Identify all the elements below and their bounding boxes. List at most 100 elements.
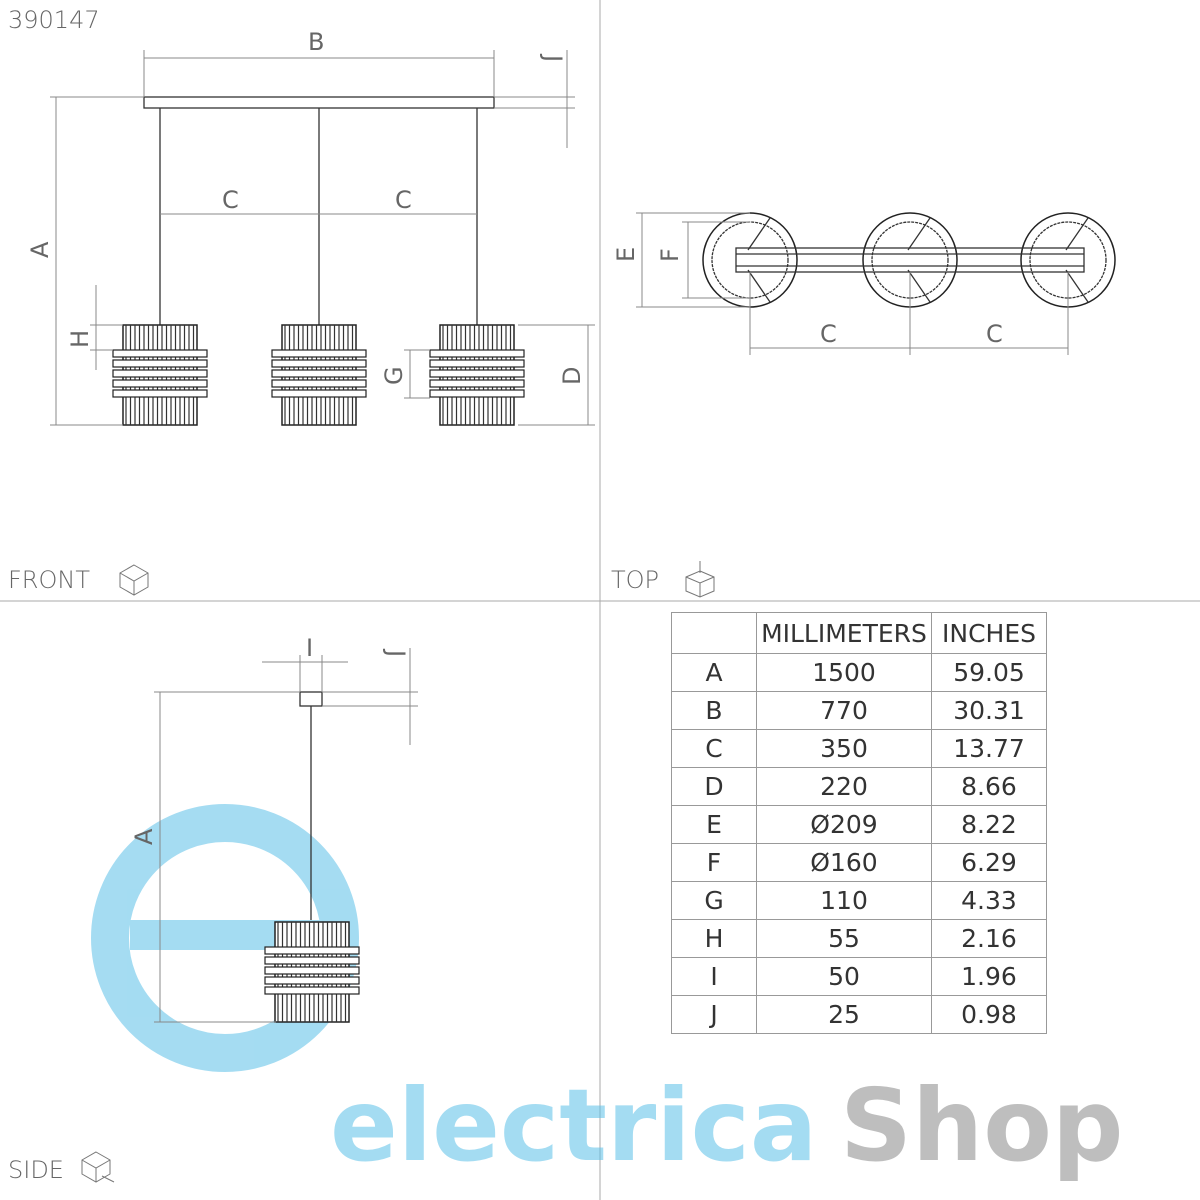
- shade-band: [429, 379, 525, 388]
- dim-key-cell: F: [671, 843, 757, 882]
- canopy-bar: [143, 96, 495, 109]
- dim-key-cell: A: [671, 653, 757, 692]
- header-cell: [671, 612, 757, 654]
- dim-label-a: A: [130, 828, 158, 845]
- dim-key-cell: B: [671, 691, 757, 730]
- shade-band: [271, 359, 367, 368]
- front-view: B C C A H J D G FRONT: [8, 28, 595, 596]
- shade-top-circle: [862, 212, 958, 308]
- dim-label-a: A: [26, 241, 54, 258]
- shade-band: [264, 986, 360, 995]
- shade-band: [264, 966, 360, 975]
- header-inches: INCHES: [931, 612, 1047, 654]
- dim-label-c: C: [395, 186, 412, 214]
- inches-cell: 59.05: [931, 653, 1047, 692]
- dim-key-cell: E: [671, 805, 757, 844]
- view-label-front: FRONT: [8, 566, 90, 594]
- millimeters-cell: 1500: [756, 653, 932, 692]
- inches-cell: 4.33: [931, 881, 1047, 920]
- dim-label-c: C: [222, 186, 239, 214]
- shade-band: [271, 369, 367, 378]
- dim-label-c: C: [986, 320, 1003, 348]
- side-view: I J A SIDE: [8, 634, 418, 1184]
- shade-band: [271, 349, 367, 358]
- dim-label-f: F: [656, 248, 684, 262]
- inches-cell: 6.29: [931, 843, 1047, 882]
- dim-label-i: I: [306, 634, 313, 662]
- lamp-shade: [112, 324, 208, 426]
- shade-band: [271, 389, 367, 398]
- isometric-cube-top-icon: [685, 561, 715, 598]
- dim-label-h: H: [66, 330, 94, 348]
- shade-band: [429, 389, 525, 398]
- millimeters-cell: 55: [756, 919, 932, 958]
- dim-key-cell: G: [671, 881, 757, 920]
- view-label-side: SIDE: [8, 1156, 64, 1184]
- shade-band: [112, 389, 208, 398]
- watermark-text-electrica: electrica: [330, 1067, 817, 1184]
- millimeters-cell: 220: [756, 767, 932, 806]
- dim-label-c: C: [820, 320, 837, 348]
- isometric-cube-side-icon: [81, 1151, 115, 1183]
- dim-key-cell: H: [671, 919, 757, 958]
- product-code: 390147: [8, 6, 100, 34]
- millimeters-cell: 50: [756, 957, 932, 996]
- view-label-top: TOP: [611, 566, 659, 594]
- inches-cell: 13.77: [931, 729, 1047, 768]
- top-view: C C E F TOP: [611, 212, 1116, 598]
- table-header-row: MILLIMETERS INCHES: [671, 612, 1047, 654]
- millimeters-cell: Ø209: [756, 805, 932, 844]
- lamp-shade: [264, 921, 360, 1023]
- dim-label-j: J: [382, 648, 410, 657]
- lamp-shade: [271, 324, 367, 426]
- inches-cell: 1.96: [931, 957, 1047, 996]
- dim-label-d: D: [558, 367, 586, 385]
- dim-label-b: B: [308, 28, 324, 56]
- shade-band: [264, 956, 360, 965]
- dim-key-cell: I: [671, 957, 757, 996]
- shade-band: [264, 946, 360, 955]
- millimeters-cell: 25: [756, 995, 932, 1034]
- inches-cell: 8.22: [931, 805, 1047, 844]
- millimeters-cell: 110: [756, 881, 932, 920]
- shade-band: [112, 379, 208, 388]
- shade-top-circle: [1020, 212, 1116, 308]
- millimeters-cell: Ø160: [756, 843, 932, 882]
- dim-label-g: G: [380, 366, 408, 385]
- dim-key-cell: J: [671, 995, 757, 1034]
- dim-label-j: J: [539, 53, 567, 62]
- inches-cell: 2.16: [931, 919, 1047, 958]
- shade-band: [112, 349, 208, 358]
- inches-cell: 30.31: [931, 691, 1047, 730]
- shade-band: [264, 976, 360, 985]
- shade-band: [112, 359, 208, 368]
- dim-label-e: E: [612, 247, 640, 262]
- inches-cell: 0.98: [931, 995, 1047, 1034]
- shade-band: [271, 379, 367, 388]
- shade-band: [429, 359, 525, 368]
- shade-band: [429, 369, 525, 378]
- header-millimeters: MILLIMETERS: [756, 612, 932, 654]
- watermark-text-shop: Shop: [840, 1067, 1124, 1184]
- millimeters-cell: 350: [756, 729, 932, 768]
- dim-key-cell: D: [671, 767, 757, 806]
- shade-band: [112, 369, 208, 378]
- lamp-shade: [429, 324, 525, 426]
- shade-band: [429, 349, 525, 358]
- millimeters-cell: 770: [756, 691, 932, 730]
- dim-key-cell: C: [671, 729, 757, 768]
- inches-cell: 8.66: [931, 767, 1047, 806]
- isometric-cube-icon: [119, 564, 149, 596]
